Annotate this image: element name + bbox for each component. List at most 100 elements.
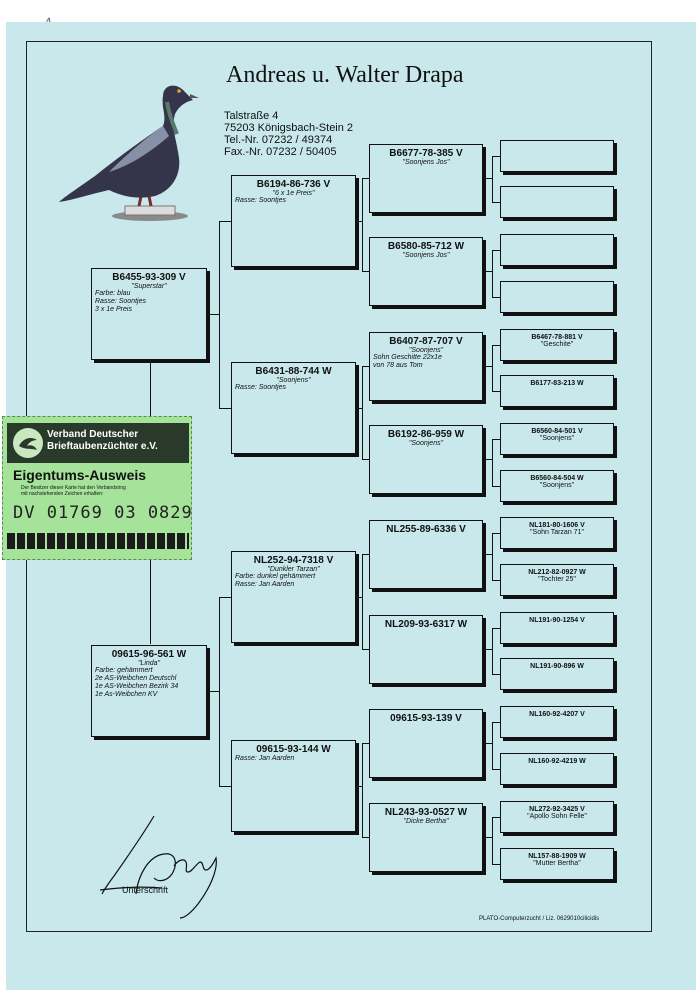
pedigree-box-gen2: NL252-94-7318 V "Dunkler Tarzan" Farbe: …: [231, 551, 356, 643]
ring-number: NL191-90-896 W: [530, 663, 584, 670]
pigeon-info: Farbe: dunkel gehämmert: [235, 573, 316, 580]
scan-margin: [0, 0, 700, 22]
ring-number: NL209-93-6317 W: [384, 619, 468, 630]
connector-line: [492, 156, 500, 157]
connector-line: [219, 597, 220, 786]
ring-number: NL181-80-1606 V: [529, 522, 585, 529]
connector-line: [492, 345, 493, 392]
pedigree-box-gen4: [500, 281, 614, 313]
pigeon-name: "Soonjens": [276, 377, 311, 384]
ring-number: NL255-89-6336 V: [386, 524, 466, 535]
pigeon-name: "Soonjens Jos": [402, 159, 450, 166]
ring-number: 09615-93-139 V: [390, 713, 462, 724]
connector-line: [362, 271, 369, 272]
stamp-text-line: mit nachstehenden Zeichen erhalten:: [21, 491, 104, 497]
ring-number: B6677-78-385 V: [389, 148, 463, 159]
connector-line: [492, 439, 500, 440]
stamp-title: Eigentums-Ausweis: [13, 467, 147, 483]
pedigree-box-gen3: B6192-86-959 W "Soonjens": [369, 425, 483, 494]
pigeon-name: "Soonjens": [539, 482, 575, 489]
connector-line: [492, 250, 500, 251]
connector-line: [358, 408, 362, 409]
pedigree-box-gen3: B6407-87-707 V "Soonjens" Sohn Geschitte…: [369, 332, 483, 401]
ring-number: B6560-84-501 V: [531, 428, 583, 435]
pedigree-box-gen4: B6177-83-213 W: [500, 375, 614, 407]
connector-line: [492, 817, 493, 865]
pigeon-name: "Apollo Sohn Felle": [527, 813, 587, 820]
stamp-org-name: Verband Deutscher Brieftaubenzüchter e.V…: [47, 429, 158, 453]
pigeon-info: Rasse: Soontjes: [235, 197, 286, 204]
connector-line: [492, 533, 493, 581]
ring-number: NL160-92-4207 V: [529, 711, 585, 718]
ring-number: B6455-93-309 V: [112, 272, 186, 283]
connector-line: [219, 786, 231, 787]
footer-divider: [26, 931, 652, 932]
ring-number: 09615-93-144 W: [256, 744, 331, 755]
pigeon-info: Rasse: Soontjes: [235, 384, 286, 391]
connector-line: [209, 314, 219, 315]
connector-line: [492, 297, 500, 298]
pedigree-box-gen4: NL160-92-4207 V: [500, 706, 614, 738]
ring-number: B6407-87-707 V: [389, 336, 463, 347]
connector-line: [362, 459, 369, 460]
connector-line: [362, 178, 363, 272]
ring-number: NL212-82-0927 W: [528, 569, 586, 576]
connector-line: [485, 366, 492, 367]
pigeon-name: "Linda": [137, 660, 161, 667]
pigeon-name: "Dicke Bertha": [403, 818, 449, 825]
dove-logo-icon: [13, 428, 43, 458]
ring-number: NL157-88-1909 W: [528, 853, 586, 860]
connector-line: [492, 864, 500, 865]
footer-license: PLATO-Computerzucht / Liz. 0629010cilici…: [479, 916, 600, 922]
ring-number: B6431-88-744 W: [255, 366, 332, 377]
pigeon-name: "6 x 1e Preis": [272, 190, 315, 197]
connector-line: [492, 533, 500, 534]
breeder-address: Talstraße 4 75203 Königsbach-Stein 2 Tel…: [224, 110, 353, 158]
ring-number: B6192-86-959 W: [387, 429, 465, 440]
pedigree-box-gen3: 09615-93-139 V: [369, 709, 483, 778]
connector-line: [492, 156, 493, 203]
pedigree-box-gen4: NL212-82-0927 W "Tochter 25": [500, 564, 614, 596]
signature-label: Unterschrift: [122, 885, 169, 895]
pigeon-info: 1e As-Weibchen KV: [95, 691, 158, 698]
pigeon-name: "Mutter Bertha": [533, 860, 581, 867]
ring-number: NL191-90-1254 V: [529, 617, 585, 624]
connector-line: [492, 628, 493, 675]
pigeon-name: "Superstar": [131, 283, 167, 290]
pigeon-name: "Tochter 25": [538, 576, 576, 583]
breeder-fax: Fax.-Nr. 07232 / 50405: [224, 146, 337, 158]
pedigree-box-mother: 09615-96-561 W "Linda" Farbe: gehämmert …: [91, 645, 207, 737]
connector-line: [362, 743, 369, 744]
connector-line: [362, 743, 363, 838]
ring-number: B6560-84-504 W: [530, 475, 584, 482]
ring-number: B6467-78-881 V: [531, 334, 583, 341]
stamp-org-line: Verband Deutscher: [47, 429, 139, 440]
pigeon-name: "Soonjens Jos": [402, 252, 450, 259]
pigeon-info: Farbe: gehämmert: [95, 667, 153, 674]
connector-line: [358, 786, 362, 787]
pedigree-box-gen4: NL191-90-1254 V: [500, 612, 614, 644]
ring-number: 09615-96-561 W: [111, 649, 187, 660]
connector-line: [492, 486, 500, 487]
stamp-text: Der Besitzer dieser Karte hat den Verban…: [21, 485, 126, 497]
pedigree-box-gen3: NL255-89-6336 V: [369, 520, 483, 589]
stamp-org-line: Brieftaubenzüchter e.V.: [47, 441, 158, 452]
connector-line: [362, 554, 369, 555]
connector-line: [492, 817, 500, 818]
connector-line: [492, 722, 500, 723]
pedigree-box-gen4: B6560-84-501 V "Soonjens": [500, 423, 614, 455]
ring-number: NL272-92-3425 V: [529, 806, 585, 813]
pedigree-box-gen4: B6467-78-881 V "Geschite": [500, 329, 614, 361]
pedigree-box-gen3: B6580-85-712 W "Soonjens Jos": [369, 237, 483, 306]
connector-line: [492, 202, 500, 203]
pedigree-box-father: B6455-93-309 V "Superstar" Farbe: blau R…: [91, 268, 207, 360]
pigeon-image: [59, 85, 199, 221]
pedigree-box-gen4: [500, 234, 614, 266]
handwritten-signature: [99, 815, 217, 919]
stamp-ring-number: DV 01769 03 0829: [13, 503, 193, 523]
pigeon-info: Rasse: Jan Aarden: [235, 755, 295, 762]
connector-line: [362, 649, 369, 650]
connector-line: [358, 597, 362, 598]
pedigree-box-gen4: [500, 186, 614, 218]
connector-line: [492, 391, 500, 392]
